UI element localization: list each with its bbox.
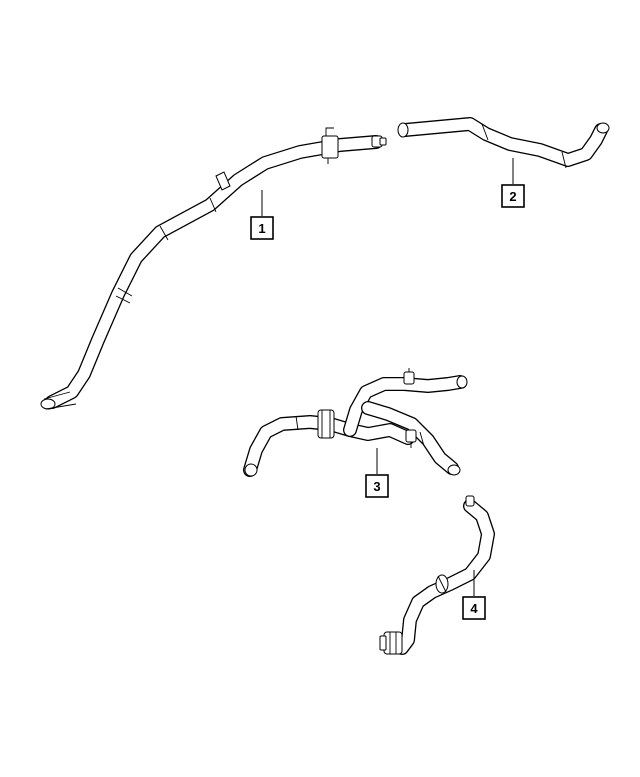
hose-part-1[interactable] <box>40 127 387 410</box>
callout-label-2: 2 <box>509 189 516 204</box>
callout-3[interactable]: 3 <box>365 474 389 498</box>
callout-1[interactable]: 1 <box>250 216 274 240</box>
callout-4[interactable]: 4 <box>462 596 486 620</box>
callout-2[interactable]: 2 <box>501 184 525 208</box>
hose-part-3[interactable] <box>243 368 468 477</box>
hose-part-4[interactable] <box>379 495 495 655</box>
callout-label-4: 4 <box>470 601 478 616</box>
callout-label-3: 3 <box>373 479 380 494</box>
callout-label-1: 1 <box>258 221 265 236</box>
hose-part-2[interactable] <box>397 117 610 169</box>
